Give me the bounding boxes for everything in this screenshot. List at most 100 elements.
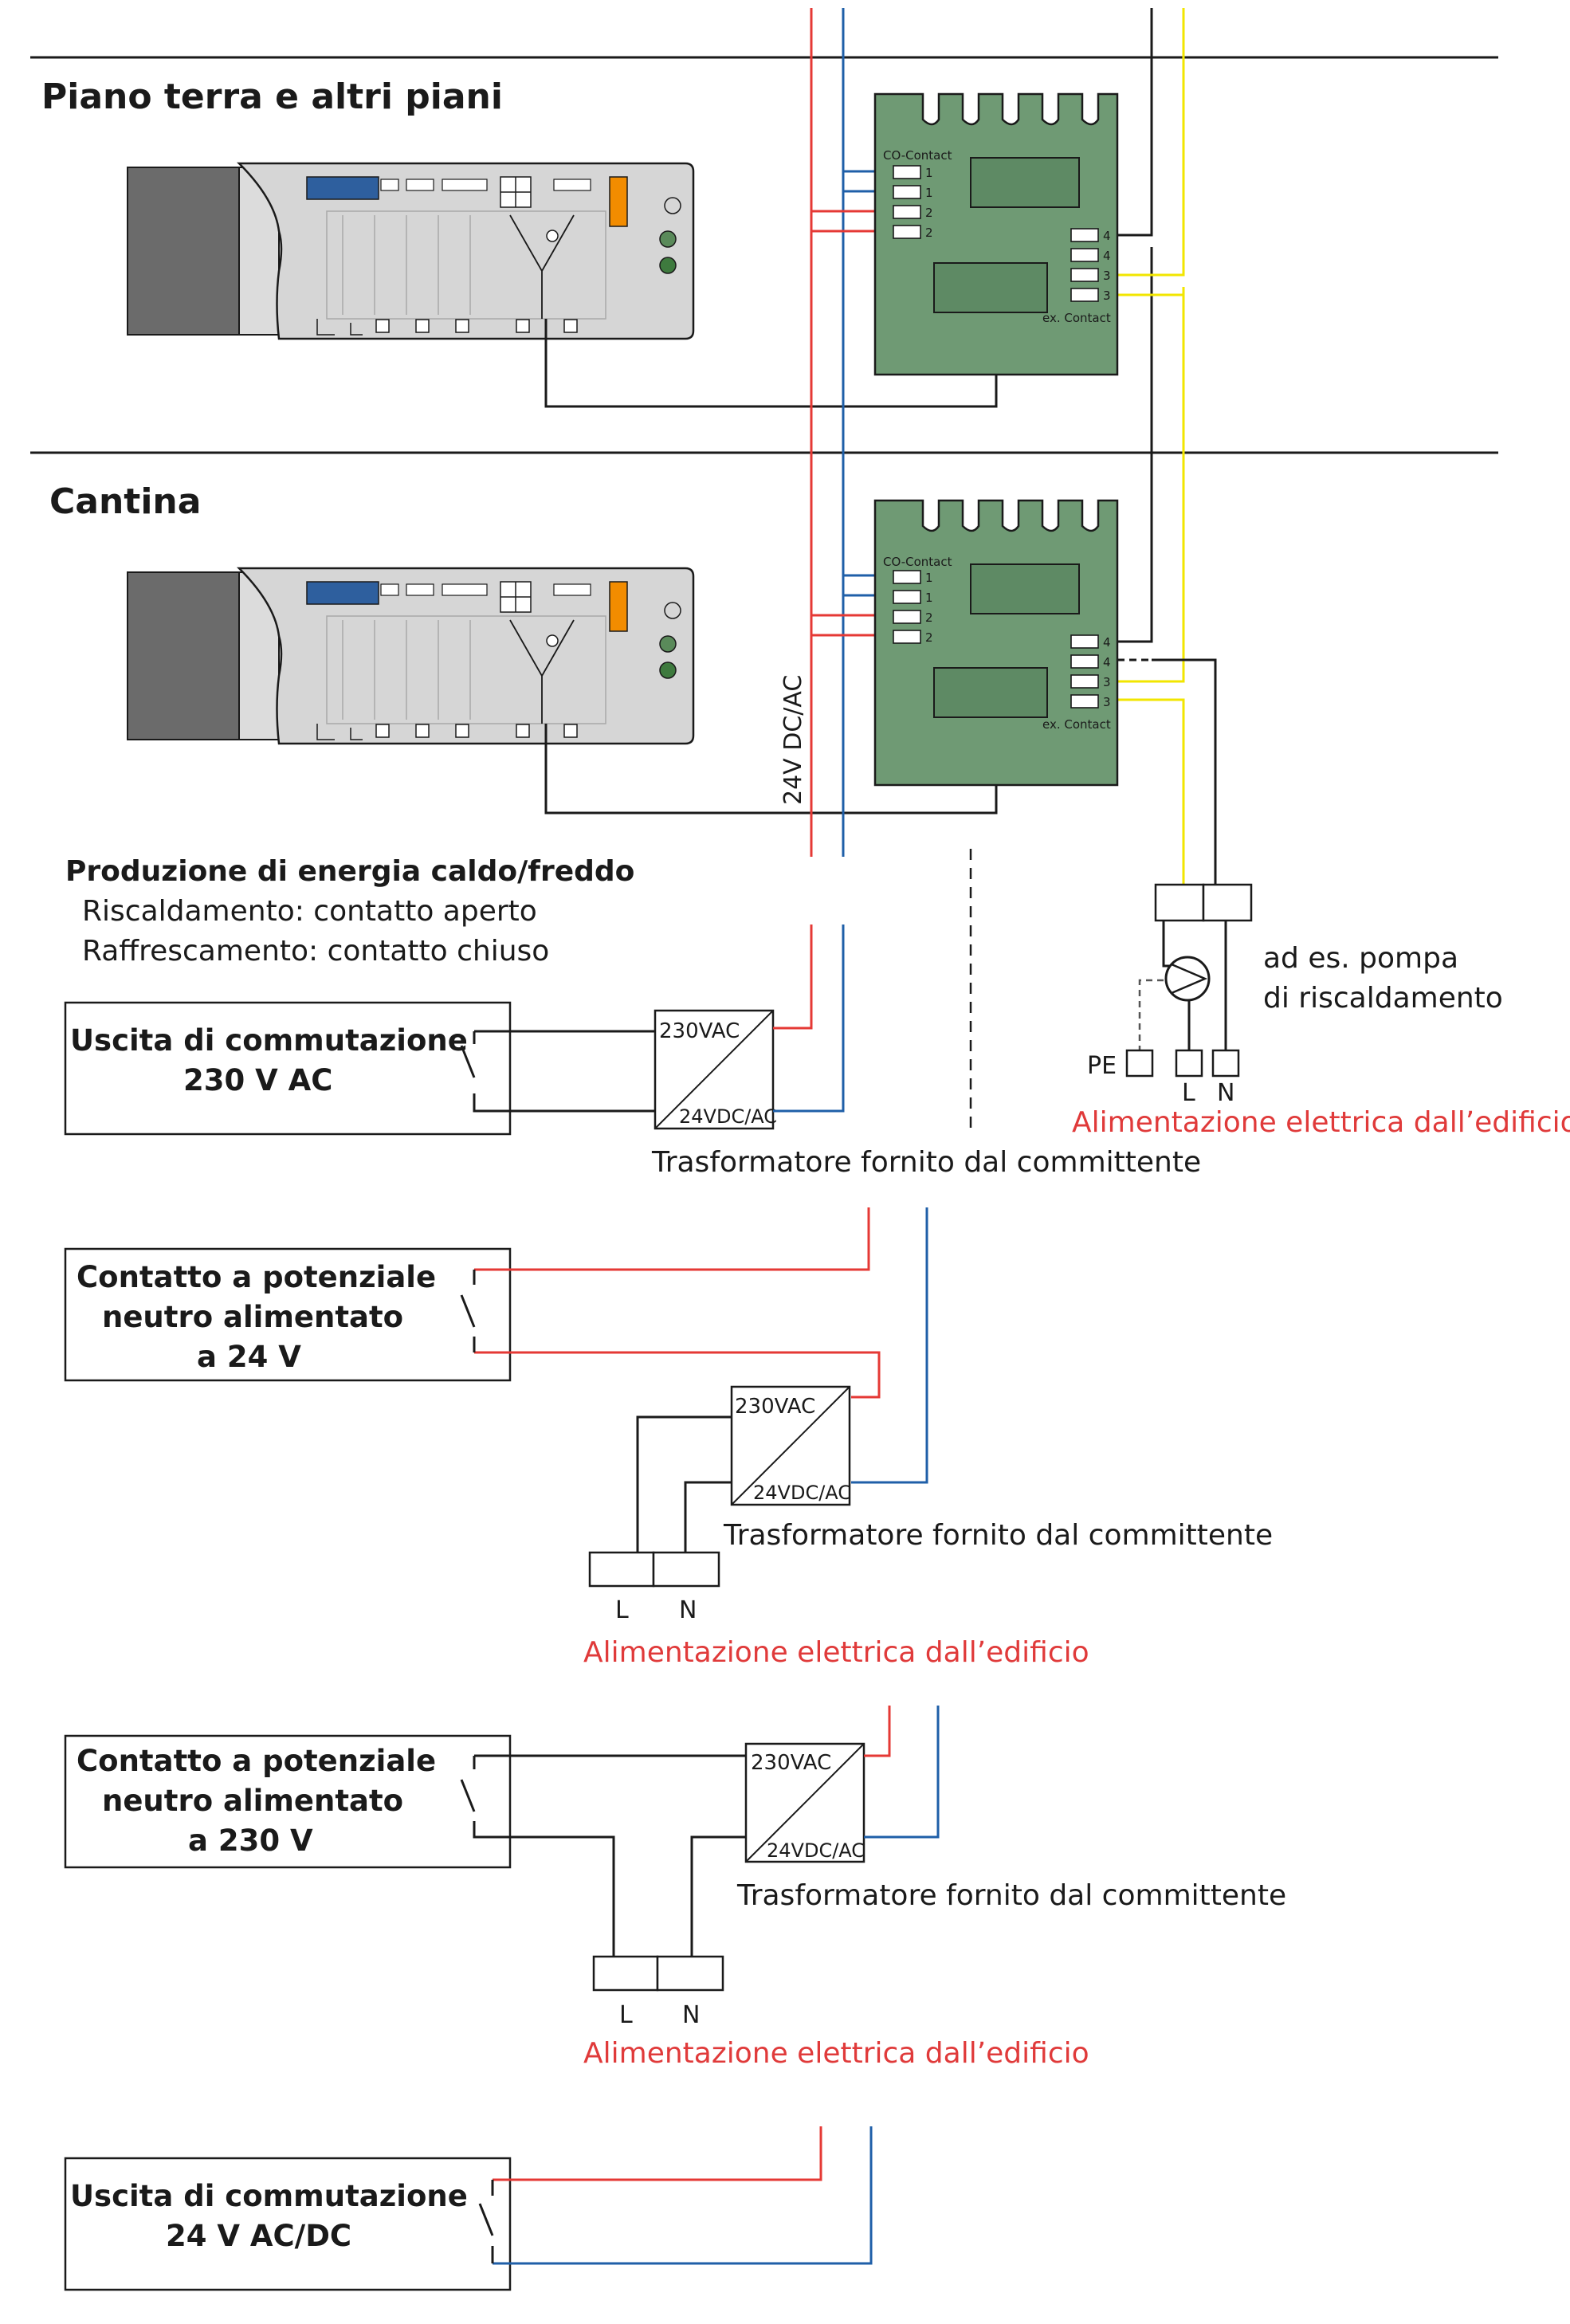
wire-red-option-3 [864,1706,891,1757]
supply-3-caption: Alimentazione elettrica dall’edificio [583,2037,1089,2070]
transformer-1-out: 24VDC/AC [679,1105,777,1128]
transformer-1-in: 230VAC [659,1019,740,1043]
option-2-box [64,1247,512,1382]
supply-2-l-terminal [588,1551,655,1588]
module-basement-right-terminals: 4 4 3 3 [1070,634,1111,709]
supply-2-caption: Alimentazione elettrica dall’edificio [583,1636,1089,1669]
option-3-line1: Contatto a potenziale [77,1744,436,1778]
wire-blue-option-2 [851,1207,928,1484]
transformer-2-out: 24VDC/AC [753,1482,851,1504]
pin-label: 4 [1103,655,1111,669]
pump-n-terminal [1211,1049,1240,1078]
option-3-switch-icon [460,1779,476,1812]
option-1-line1: Uscita di commutazione [70,1023,468,1058]
supply-3-l-terminal [592,1955,659,1992]
supply-3-n-label: N [682,2001,700,2029]
supply-3-l-label: L [619,2001,633,2029]
energy-title: Produzione di energia caldo/freddo [65,855,634,888]
module-upper-right-terminals: 4 4 3 3 [1070,228,1111,303]
option-4-wire-red [493,2126,822,2181]
option-4-line2: 24 V AC/DC [166,2219,351,2253]
pin-label: 2 [925,226,933,240]
module-upper-left-terminals: 1 1 2 2 [893,165,933,240]
pump-label-line1: ad es. pompa [1263,942,1458,975]
wire-pump-pe [1138,979,1164,1050]
pin-label: 1 [925,591,933,605]
pump-l-label: L [1182,1079,1195,1107]
transformer-2-diagonal [731,1386,850,1505]
pin-label: 1 [925,186,933,200]
option-2-supply-wires [636,1415,732,1553]
supply-2-n-terminal [652,1551,720,1588]
pump-terminal-right [1202,883,1253,922]
transformer-2-caption: Trasformatore fornito dal committente [723,1519,1273,1552]
transformer-1-caption: Trasformatore fornito dal committente [651,1146,1201,1179]
option-4-box [64,2157,512,2291]
pin-label: 4 [1103,635,1111,650]
option-2-wire-red-2 [474,1351,881,1399]
pump-l-terminal [1175,1049,1203,1078]
controller-basement [126,567,695,745]
wire-red-transformer-1 [773,924,813,1030]
pin-label: 4 [1103,249,1111,263]
wire-controller-basement [544,724,998,815]
option-1-wires [473,1030,655,1113]
wire-yellow-basement-ex [1117,698,1185,885]
transformer-3-out: 24VDC/AC [767,1839,865,1862]
pin-label: 3 [1103,695,1111,709]
pin-label: 3 [1103,269,1111,283]
option-3-box [64,1734,512,1869]
pump-n-label: N [1217,1079,1234,1107]
module-basement-co-label: CO-Contact [883,555,952,569]
pin-label: 3 [1103,289,1111,303]
voltage-label: 24V DC/AC [779,675,807,805]
pin-label: 4 [1103,229,1111,243]
module-upper [873,92,1119,376]
module-upper-co-label: CO-Contact [883,148,952,163]
pin-label: 1 [925,571,933,585]
option-3-wires [473,1754,746,1957]
option-2-line3: a 24 V [197,1340,301,1374]
wire-pump-internal [1162,921,1227,1050]
pump-label-line2: di riscaldamento [1263,982,1503,1015]
option-4-switch-icon [478,2180,494,2263]
transformer-3-in: 230VAC [751,1751,831,1775]
option-4-line1: Uscita di commutazione [70,2179,468,2213]
energy-heating: Riscaldamento: contatto aperto [82,895,537,928]
controller-upper [126,162,695,340]
supply-2-n-label: N [679,1596,697,1624]
wire-yellow-right [1117,8,1185,683]
wire-black-right [1117,8,1153,643]
energy-cooling: Raffrescamento: contatto chiuso [82,935,549,968]
pump-pe-terminal [1125,1049,1154,1078]
option-2-line1: Contatto a potenziale [77,1260,436,1294]
option-3-line3: a 230 V [188,1823,313,1858]
wire-blue-option-3 [864,1706,940,1839]
option-1-line2: 230 V AC [183,1063,332,1097]
module-basement-ex-label: ex. Contact [1042,717,1111,732]
floor-title-basement: Cantina [49,481,201,522]
pin-label: 2 [925,206,933,220]
supply-2-l-label: L [615,1596,629,1624]
pump-arrow-icon [1171,963,1208,995]
supply-3-n-terminal [656,1955,724,1992]
pin-label: 2 [925,630,933,645]
wire-blue-transformer-1 [773,924,845,1113]
pin-label: 3 [1103,675,1111,689]
option-3-line2: neutro alimentato [102,1784,403,1818]
module-upper-ex-label: ex. Contact [1042,311,1111,325]
option-1-box [64,1001,512,1136]
module-basement-left-terminals: 1 1 2 2 [893,570,933,645]
wire-controller-upper [544,319,998,408]
transformer-2-in: 230VAC [735,1395,815,1419]
pin-label: 2 [925,610,933,625]
pump-terminal-left [1154,883,1205,922]
option-2-line2: neutro alimentato [102,1300,403,1334]
transformer-1-diagonal [654,1010,774,1129]
floor-title-upper: Piano terra e altri piani [41,77,503,117]
pin-label: 1 [925,166,933,180]
transformer-3-diagonal [745,1743,865,1863]
transformer-3-caption: Trasformatore fornito dal committente [736,1879,1286,1912]
pump-pe-label: PE [1087,1052,1117,1080]
